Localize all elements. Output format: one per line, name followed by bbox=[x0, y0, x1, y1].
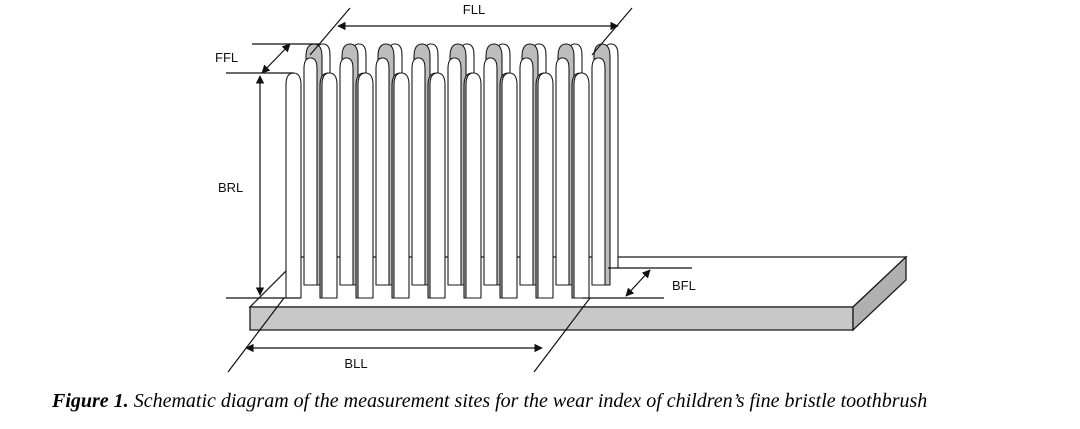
plate-side bbox=[852, 255, 907, 332]
figure-caption: Figure 1. Schematic diagram of the measu… bbox=[52, 390, 1072, 413]
bristle-tuft-inner bbox=[519, 57, 534, 286]
bristle-tuft-front bbox=[501, 72, 518, 299]
brl-label: BRL bbox=[218, 180, 243, 195]
bristle-tuft-inner bbox=[447, 57, 462, 286]
bristle-tuft-front bbox=[573, 72, 590, 299]
bristle-tuft-inner bbox=[339, 57, 354, 286]
bristle-tuft-inner bbox=[555, 57, 570, 286]
middle-bristle-row bbox=[303, 43, 611, 286]
bll-label: BLL bbox=[344, 356, 367, 371]
fll-label: FLL bbox=[463, 2, 485, 17]
fll-dimension bbox=[309, 7, 633, 56]
plate-front bbox=[249, 306, 854, 331]
bristle-tuft-front bbox=[357, 72, 374, 299]
bristle-tuft-front bbox=[429, 72, 446, 299]
bristle-tuft-inner bbox=[591, 57, 606, 286]
front-bristle-row bbox=[285, 72, 590, 299]
bristle-tuft-front bbox=[465, 72, 482, 299]
bristle-tuft-inner bbox=[303, 57, 318, 286]
caption-text: Schematic diagram of the measurement sit… bbox=[133, 390, 928, 412]
bfl-label: BFL bbox=[672, 278, 696, 293]
bristle-tuft-inner bbox=[483, 57, 498, 286]
bristle-tuft-front bbox=[537, 72, 554, 299]
bristle-tuft-front bbox=[321, 72, 338, 299]
bll-dimension bbox=[227, 297, 591, 373]
bristle-tuft-inner bbox=[411, 57, 426, 286]
bristle-tuft-front bbox=[285, 72, 302, 299]
ffl-label: FFL bbox=[215, 50, 238, 65]
bristle-tuft-inner bbox=[375, 57, 390, 286]
bristle-tuft-front bbox=[393, 72, 410, 299]
ffl-dimension bbox=[226, 43, 320, 74]
brl-dimension bbox=[226, 75, 300, 299]
bfl-dimension bbox=[582, 267, 692, 299]
caption-lead: Figure 1. bbox=[52, 390, 129, 412]
